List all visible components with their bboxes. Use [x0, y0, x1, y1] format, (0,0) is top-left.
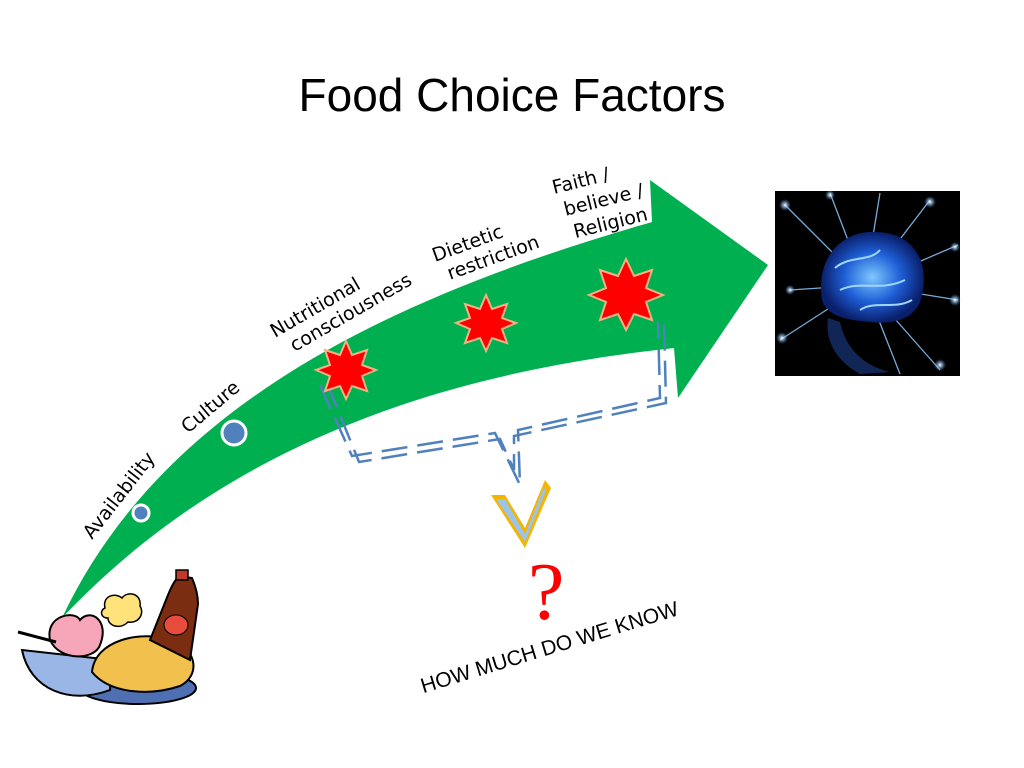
availability-marker	[131, 503, 151, 523]
faith-starburst	[586, 256, 666, 333]
food-cartoon-image	[17, 569, 200, 705]
nutritional-starburst	[313, 338, 379, 402]
culture-marker	[220, 419, 248, 447]
down-chevron	[491, 480, 551, 548]
slide-title: Food Choice Factors	[298, 69, 726, 121]
dietetic-starburst	[453, 292, 519, 354]
stage-label-faith: Faith / believe / Religion	[550, 155, 658, 246]
question-mark: ?	[528, 546, 565, 637]
brain-image	[775, 190, 961, 376]
curved-arrow	[62, 180, 768, 618]
dashed-bracket	[318, 319, 668, 486]
